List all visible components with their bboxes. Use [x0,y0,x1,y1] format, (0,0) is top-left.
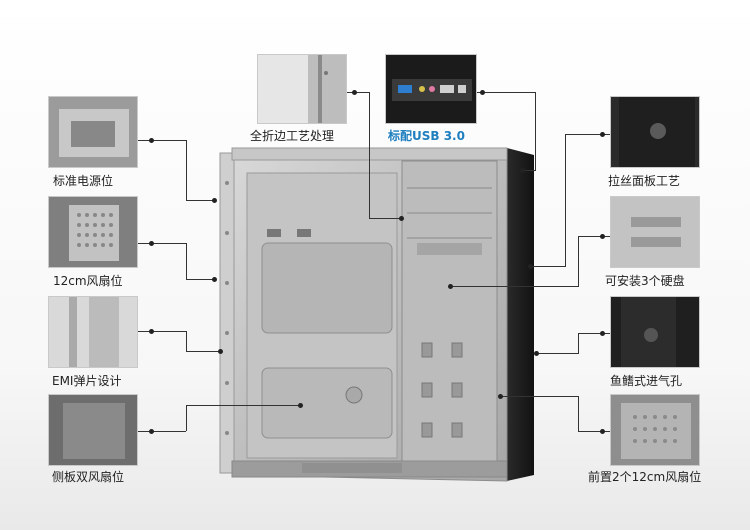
vent-connector-h [536,353,579,354]
pc-case-image [212,143,542,483]
fan12-connector-v [186,243,187,279]
fan12-connector [138,243,186,244]
psu-connector-v [186,140,187,200]
fan12-dot [149,241,154,246]
hdd-case-dot [448,284,453,289]
fold-edge-caption: 全折边工艺处理 [250,129,335,143]
side-fan-case-dot [298,403,303,408]
vent-dot [600,331,605,336]
vent-case-dot [534,351,539,356]
hdd-connector-h [450,286,579,287]
usb-dot [480,90,485,95]
psu-position-thumbnail [48,96,138,168]
emi-connector [138,331,186,332]
hdd-connector-v [578,236,579,286]
psu-connector-h [186,200,214,201]
vent-thumbnail [610,296,700,368]
emi-caption: EMI弹片设计 [52,374,122,388]
fan12-thumbnail [48,196,138,268]
fold-edge-thumbnail [257,54,347,124]
psu-connector [138,140,186,141]
brushed-dot [600,132,605,137]
emi-dot [149,329,154,334]
brushed-panel-thumbnail [610,96,700,168]
side-fan-connector [138,431,186,432]
fold-edge-case-dot [399,216,404,221]
fan12-connector-h [186,279,214,280]
brushed-connector-v [565,134,566,266]
front-fan-caption: 前置2个12cm风扇位 [588,470,702,484]
vent-connector [578,333,610,334]
brushed-connector [565,134,610,135]
usb-case-dot [520,168,525,173]
emi-thumbnail [48,296,138,368]
fan12-case-dot [212,277,217,282]
front-fan-dot [600,429,605,434]
hdd-caption: 可安装3个硬盘 [605,274,685,288]
hdd-dot [600,234,605,239]
psu-caption: 标准电源位 [53,174,114,188]
usb-connector-h [522,170,536,171]
fan12-caption: 12cm风扇位 [53,274,123,288]
emi-connector-v [186,331,187,351]
fold-edge-connector-v [369,92,370,218]
fold-edge-dot [352,90,357,95]
usb-caption: 标配USB 3.0 [388,129,465,143]
brushed-case-dot [528,264,533,269]
hdd-thumbnail [610,196,700,268]
psu-dot [149,138,154,143]
side-fan-caption: 侧板双风扇位 [52,470,125,484]
front-fan-connector-h [500,396,579,397]
side-fan-thumbnail [48,394,138,466]
usb-port-thumbnail [385,54,477,124]
usb-connector-v [535,92,536,170]
vent-caption: 鱼鳍式进气孔 [610,374,683,388]
front-fan-case-dot [498,394,503,399]
front-fan-connector-v [578,396,579,431]
hdd-connector [578,236,610,237]
emi-case-dot [218,349,223,354]
fold-edge-connector-h [369,218,401,219]
usb-connector [477,92,535,93]
side-fan-connector-v [186,405,187,431]
front-fan-connector [578,431,610,432]
fold-edge-connector [347,92,369,93]
brushed-caption: 拉丝面板工艺 [608,174,681,188]
vent-connector-v [578,333,579,353]
brushed-connector-h [530,266,566,267]
emi-connector-h [186,351,220,352]
side-fan-dot [149,429,154,434]
side-fan-connector-h [186,405,300,406]
psu-case-dot [212,198,217,203]
front-fan-thumbnail [610,394,700,466]
